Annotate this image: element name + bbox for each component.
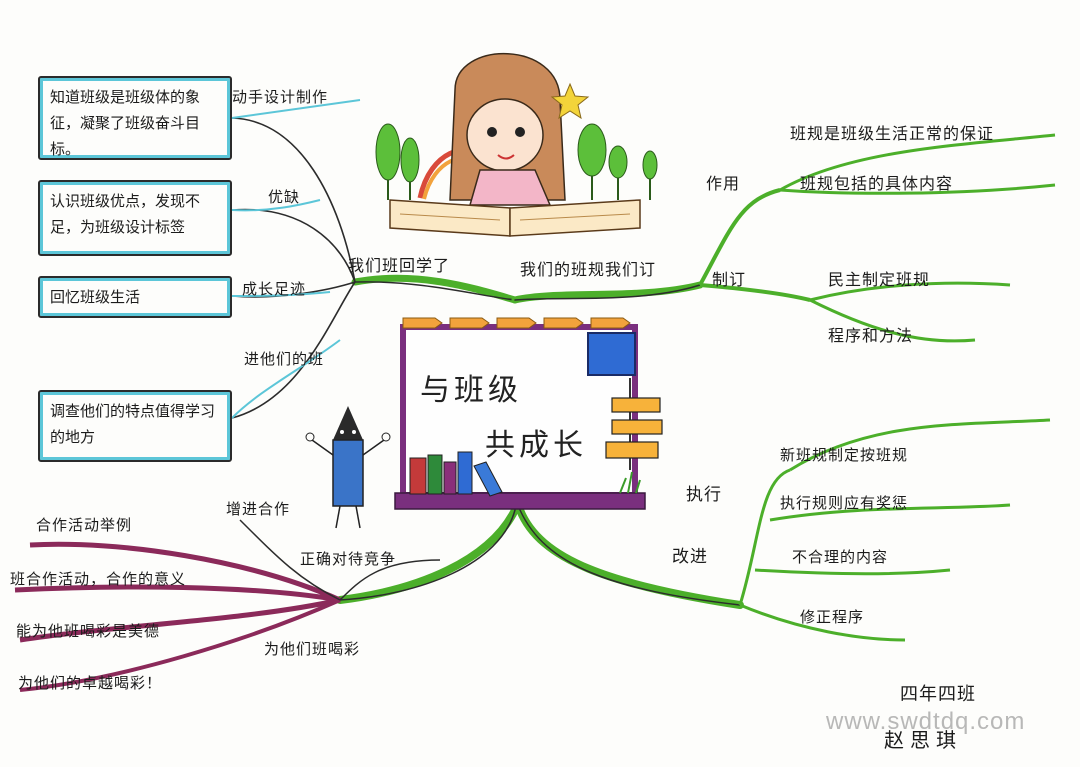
label-function: 作用 [706,174,741,193]
note-box-2: 认识班级优点，发现不足，为班级设计标签 [38,180,232,256]
text-rewards: 执行规则应有奖惩 [780,494,909,512]
label-footprints: 成长足迹 [242,280,307,298]
label-make: 动手设计制作 [232,88,329,106]
text-procedure: 程序和方法 [828,326,914,345]
text-new-rules: 新班规制定按班规 [780,446,909,464]
upper-left-subbranches [231,99,361,419]
center-title-line1: 与班级 [420,373,522,408]
main-branches [336,274,744,609]
upper-right-subbranches [698,133,1056,343]
pencil-character [305,406,391,529]
text-unreasonable: 不合理的内容 [792,548,889,566]
signature-class: 四年四班 [900,684,976,705]
center-title-line2: 共成长 [485,428,587,463]
text-rules-content: 班规包括的具体内容 [800,174,954,193]
lower-left-subbranches [14,519,441,692]
text-coop-example: 合作活动举例 [36,516,133,534]
central-board [394,317,663,510]
note-box-3: 回忆班级生活 [38,276,232,318]
branch-rules: 我们的班规我们订 [520,260,657,279]
label-cooperate: 增进合作 [226,500,291,518]
watermark-text: www.swdtdq.com [826,708,1026,735]
signature-name: 赵思琪 [884,728,962,752]
label-visit: 进他们的班 [244,350,325,368]
branch-cheer: 为他们班喝彩 [264,640,361,658]
text-cheer: 为他们的卓越喝彩！ [18,674,163,692]
text-rules-guarantee: 班规是班级生活正常的保证 [790,124,995,143]
label-strengths: 优缺 [268,188,301,206]
label-formulate: 制订 [712,270,747,289]
label-execute: 执行 [686,485,722,505]
label-improve: 改进 [672,547,708,567]
text-democratic: 民主制定班规 [828,270,931,289]
text-virtue: 能为他班喝彩是美德 [16,622,161,640]
note-box-4: 调查他们的特点值得学习的地方 [38,390,232,462]
girl-reading-illustration [375,52,658,237]
label-competition: 正确对待竞争 [300,550,397,568]
lower-right-subbranches [738,418,1051,642]
branch-learned: 我们班回学了 [348,256,451,275]
note-box-1: 知道班级是班级体的象征，凝聚了班级奋斗目标。 [38,76,232,160]
text-coop-meaning: 班合作活动，合作的意义 [10,570,187,588]
text-revise: 修正程序 [800,608,865,626]
